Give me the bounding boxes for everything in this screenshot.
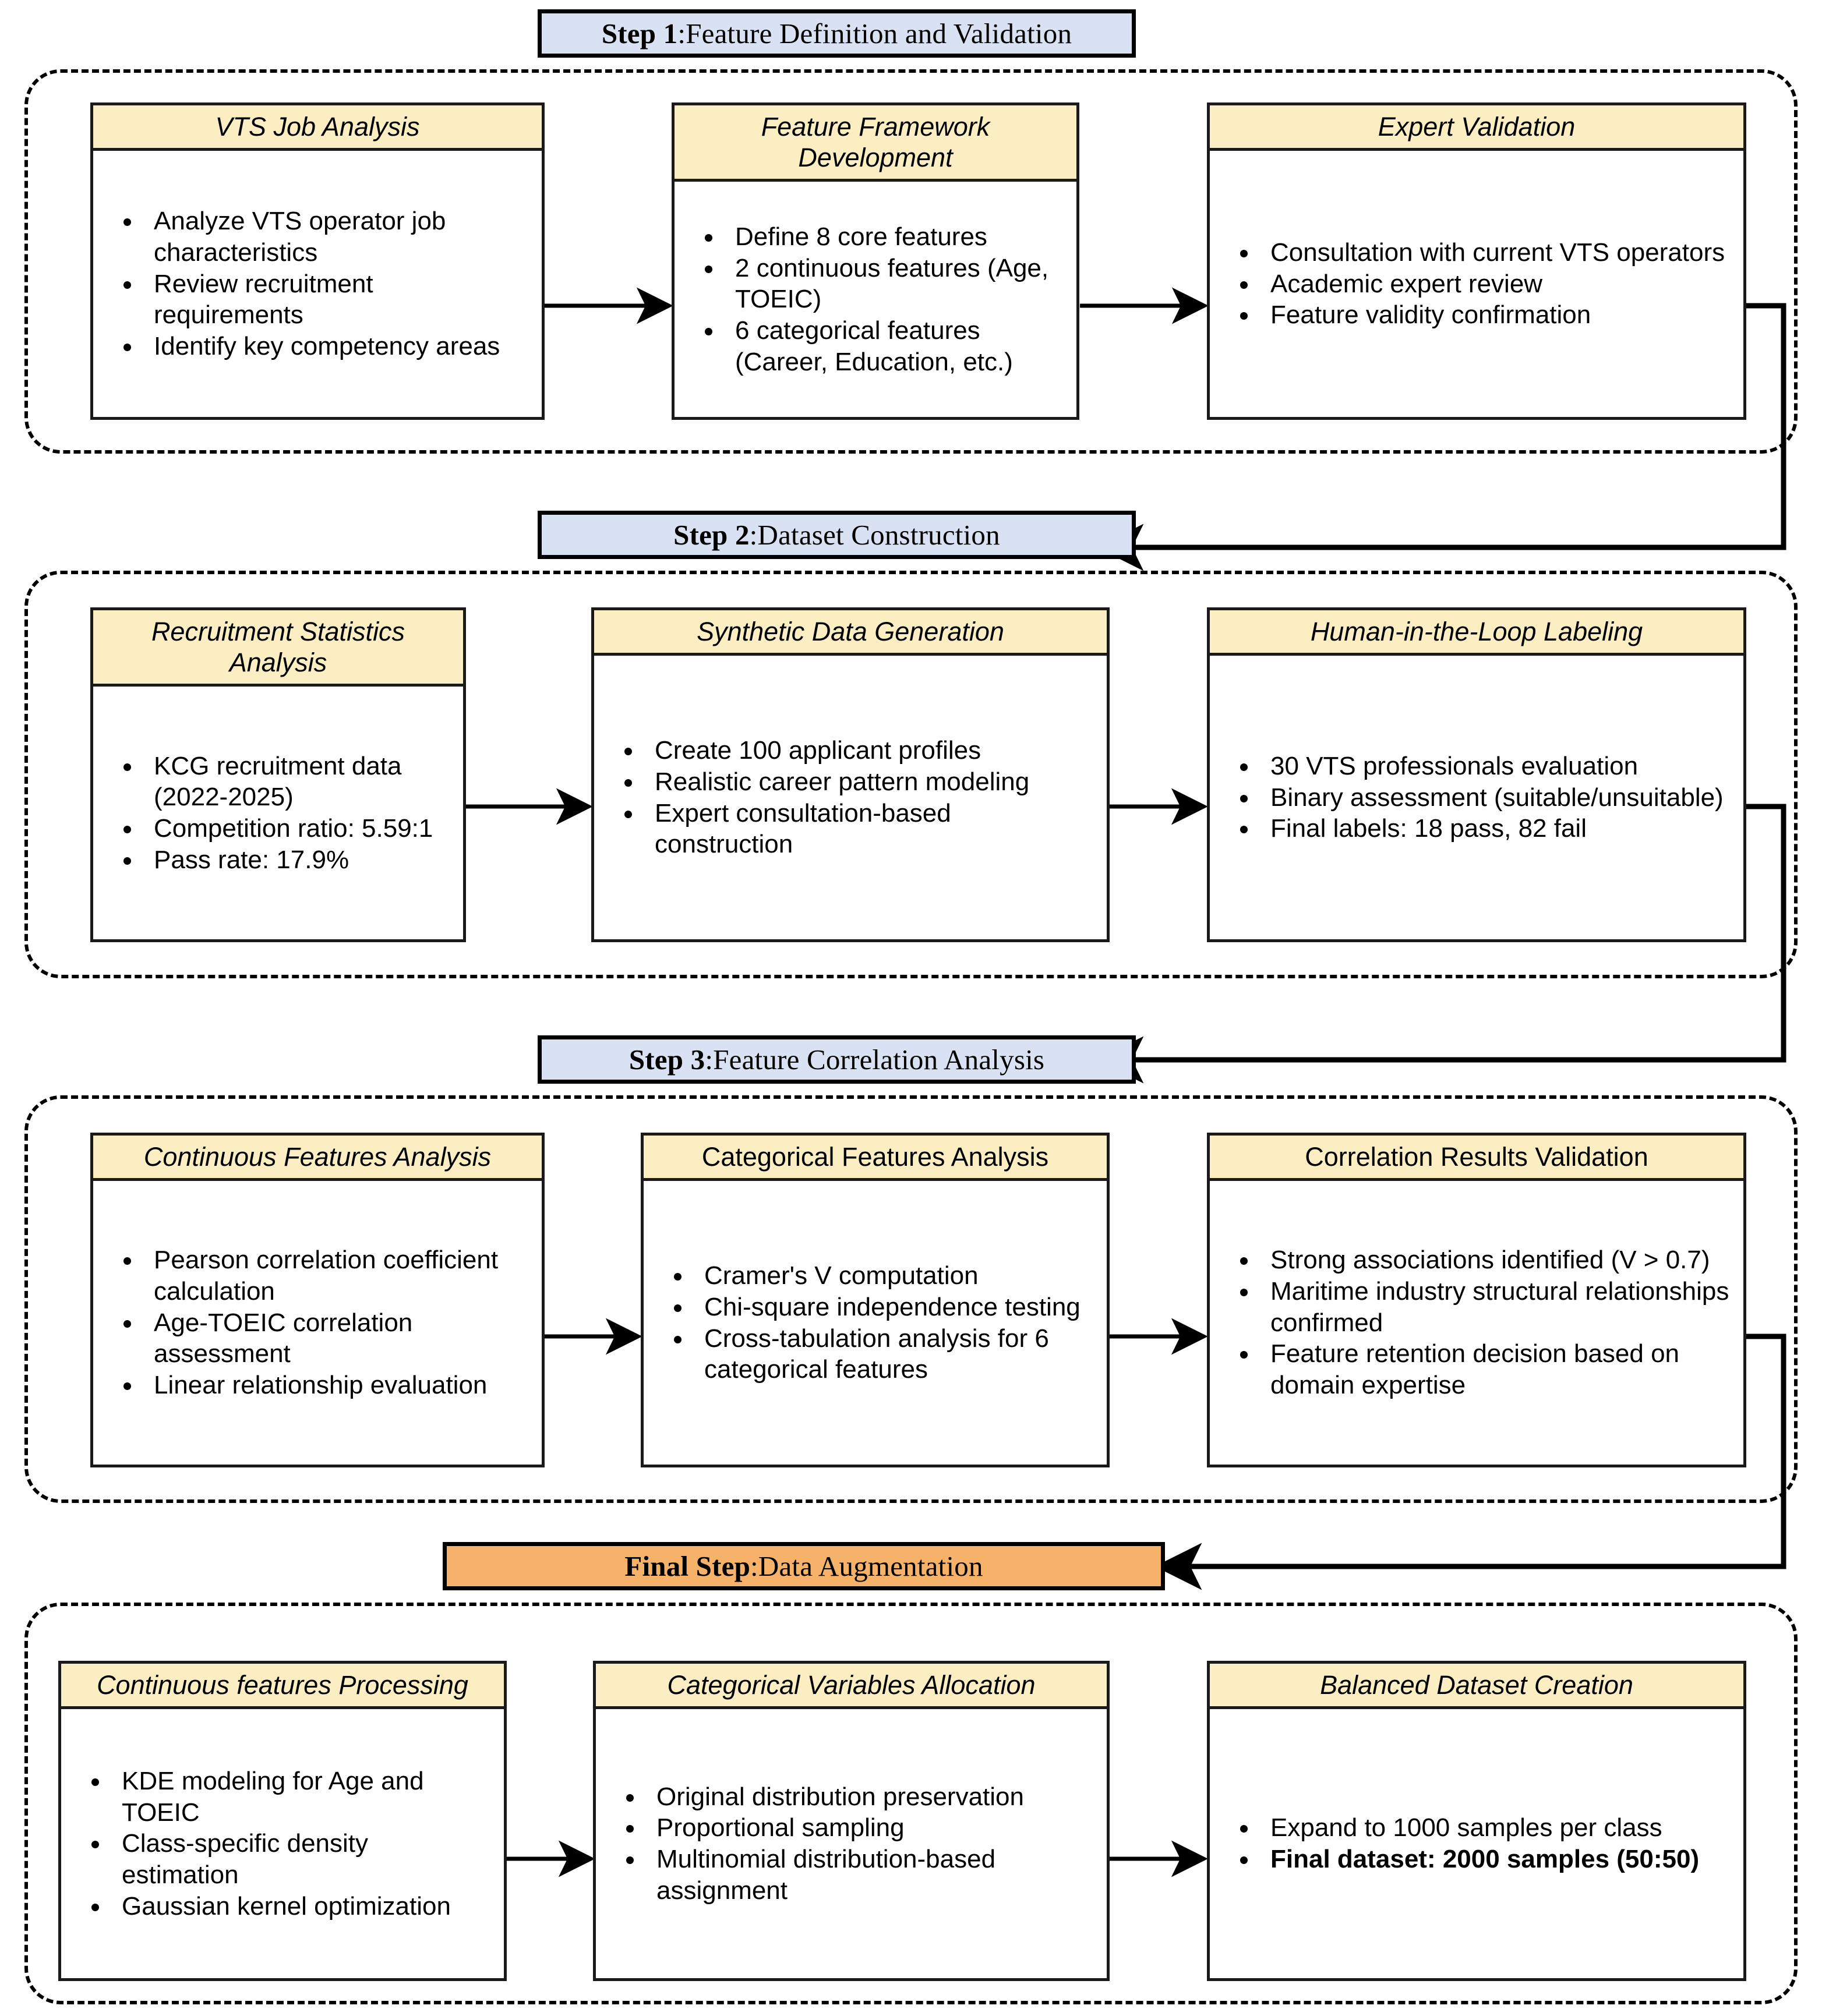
card-body-vts-job-analysis: Analyze VTS operator job characteristics… — [93, 151, 542, 417]
card-body-categorical-features-analysis: Cramer's V computation Chi-square indepe… — [644, 1181, 1107, 1465]
step-banner-1-title: Feature Definition and Validation — [686, 17, 1072, 49]
list-item: Linear relationship evaluation — [111, 1370, 529, 1401]
list-item: Age-TOEIC correlation assessment — [111, 1307, 529, 1370]
list-item: Chi-square independence testing — [661, 1292, 1094, 1323]
card-body-continuous-features-processing: KDE modeling for Age and TOEIC Class-spe… — [61, 1709, 504, 1978]
list-item: Review recruitment requirements — [111, 268, 529, 331]
list-item: Pass rate: 17.9% — [111, 844, 450, 876]
list-item: 30 VTS professionals evaluation — [1227, 751, 1731, 782]
step-banner-3-title: Feature Correlation Analysis — [713, 1044, 1045, 1076]
step-banner-2-sep: : — [749, 519, 758, 551]
list-item: Consultation with current VTS operators — [1227, 237, 1731, 268]
arrow-step2-to-step3 — [1096, 804, 1786, 1084]
step-banner-2: Step 2: Dataset Construction — [538, 511, 1136, 559]
step-banner-2-title: Dataset Construction — [757, 519, 1000, 551]
card-continuous-features-analysis[interactable]: Continuous Features Analysis Pearson cor… — [90, 1133, 545, 1467]
list-item: Multinomial distribution-based assignmen… — [613, 1844, 1094, 1906]
list-item: Create 100 applicant profiles — [612, 735, 1094, 766]
card-title-synthetic-data-generation: Synthetic Data Generation — [594, 610, 1107, 656]
card-body-categorical-variables-allocation: Original distribution preservation Propo… — [596, 1709, 1107, 1978]
final-step-banner: Final Step: Data Augmentation — [443, 1542, 1165, 1590]
card-title-recruitment-statistics-analysis: Recruitment Statistics Analysis — [93, 610, 463, 687]
final-step-banner-title: Data Augmentation — [758, 1550, 983, 1582]
final-step-banner-sep: : — [750, 1550, 758, 1582]
card-categorical-variables-allocation[interactable]: Categorical Variables Allocation Origina… — [593, 1661, 1110, 1981]
list-item: Academic expert review — [1227, 268, 1731, 300]
card-recruitment-statistics-analysis[interactable]: Recruitment Statistics Analysis KCG recr… — [90, 607, 466, 942]
card-title-categorical-variables-allocation: Categorical Variables Allocation — [596, 1664, 1107, 1710]
card-expert-validation[interactable]: Expert Validation Consultation with curr… — [1207, 102, 1746, 420]
step-section-2 — [24, 571, 1798, 978]
arrow-step3-to-final — [1154, 1334, 1786, 1590]
card-title-vts-job-analysis: VTS Job Analysis — [93, 105, 542, 151]
step-banner-1: Step 1: Feature Definition and Validatio… — [538, 9, 1136, 58]
card-correlation-results-validation[interactable]: Correlation Results Validation Strong as… — [1207, 1133, 1746, 1467]
list-item: Binary assessment (suitable/unsuitable) — [1227, 782, 1731, 814]
list-item: Gaussian kernel optimization — [79, 1891, 491, 1922]
card-title-categorical-features-analysis: Categorical Features Analysis — [644, 1136, 1107, 1182]
card-title-expert-validation: Expert Validation — [1210, 105, 1743, 151]
card-vts-job-analysis[interactable]: VTS Job Analysis Analyze VTS operator jo… — [90, 102, 545, 420]
card-body-correlation-results-validation: Strong associations identified (V > 0.7)… — [1210, 1181, 1743, 1465]
card-body-feature-framework-development: Define 8 core features 2 continuous feat… — [675, 182, 1076, 417]
list-item: Expand to 1000 samples per class — [1227, 1812, 1731, 1844]
list-item: Expert consultation-based construction — [612, 798, 1094, 860]
card-human-in-the-loop-labeling[interactable]: Human-in-the-Loop Labeling 30 VTS profes… — [1207, 607, 1746, 942]
card-categorical-features-analysis[interactable]: Categorical Features Analysis Cramer's V… — [641, 1133, 1110, 1467]
final-step-banner-prefix: Final Step — [624, 1550, 751, 1582]
list-item: Feature validity confirmation — [1227, 299, 1731, 331]
card-body-human-in-the-loop-labeling: 30 VTS professionals evaluation Binary a… — [1210, 656, 1743, 939]
final-step-section — [24, 1603, 1798, 2004]
card-title-balanced-dataset-creation: Balanced Dataset Creation — [1210, 1664, 1743, 1710]
list-item: Maritime industry structural relationshi… — [1227, 1276, 1731, 1338]
list-item: Cramer's V computation — [661, 1260, 1094, 1292]
step-banner-1-sep: : — [677, 17, 686, 49]
list-item: 2 continuous features (Age, TOEIC) — [692, 253, 1064, 315]
card-body-balanced-dataset-creation: Expand to 1000 samples per class Final d… — [1210, 1709, 1743, 1978]
card-body-recruitment-statistics-analysis: KCG recruitment data (2022-2025) Competi… — [93, 687, 463, 939]
list-item: Proportional sampling — [613, 1812, 1094, 1844]
step-banner-2-prefix: Step 2 — [673, 519, 750, 551]
card-title-feature-framework-development: Feature Framework Development — [675, 105, 1076, 182]
list-item: Final dataset: 2000 samples (50:50) — [1227, 1844, 1731, 1875]
card-title-correlation-results-validation: Correlation Results Validation — [1210, 1136, 1743, 1182]
card-body-continuous-features-analysis: Pearson correlation coefficient calculat… — [93, 1181, 542, 1465]
step-banner-3-prefix: Step 3 — [628, 1044, 705, 1076]
list-item: Cross-tabulation analysis for 6 categori… — [661, 1323, 1094, 1385]
list-item: Pearson correlation coefficient calculat… — [111, 1244, 529, 1307]
card-title-continuous-features-analysis: Continuous Features Analysis — [93, 1136, 542, 1182]
list-item: KCG recruitment data (2022-2025) — [111, 751, 450, 813]
list-item: Original distribution preservation — [613, 1781, 1094, 1813]
card-title-continuous-features-processing: Continuous features Processing — [61, 1664, 504, 1710]
card-body-expert-validation: Consultation with current VTS operators … — [1210, 151, 1743, 417]
step-banner-3-sep: : — [705, 1044, 714, 1076]
step-section-1 — [24, 69, 1798, 454]
step-banner-3: Step 3: Feature Correlation Analysis — [538, 1035, 1136, 1084]
card-body-synthetic-data-generation: Create 100 applicant profiles Realistic … — [594, 656, 1107, 939]
list-item: 6 categorical features (Career, Educatio… — [692, 315, 1064, 377]
step-banner-1-prefix: Step 1 — [601, 17, 678, 49]
list-item: KDE modeling for Age and TOEIC — [79, 1766, 491, 1828]
list-item: Strong associations identified (V > 0.7) — [1227, 1244, 1731, 1276]
card-title-human-in-the-loop-labeling: Human-in-the-Loop Labeling — [1210, 610, 1743, 656]
list-item: Define 8 core features — [692, 221, 1064, 253]
card-balanced-dataset-creation[interactable]: Balanced Dataset Creation Expand to 1000… — [1207, 1661, 1746, 1981]
horizontal-connectors — [466, 287, 1209, 1877]
list-item: Analyze VTS operator job characteristics — [111, 206, 529, 268]
list-item: Identify key competency areas — [111, 331, 529, 362]
card-synthetic-data-generation[interactable]: Synthetic Data Generation Create 100 app… — [591, 607, 1110, 942]
card-feature-framework-development[interactable]: Feature Framework Development Define 8 c… — [672, 102, 1079, 420]
step-section-3 — [24, 1095, 1798, 1503]
list-item: Competition ratio: 5.59:1 — [111, 813, 450, 844]
list-item: Class-specific density estimation — [79, 1828, 491, 1890]
card-continuous-features-processing[interactable]: Continuous features Processing KDE model… — [58, 1661, 507, 1981]
list-item: Final labels: 18 pass, 82 fail — [1227, 813, 1731, 844]
list-item: Realistic career pattern modeling — [612, 766, 1094, 798]
list-item: Feature retention decision based on doma… — [1227, 1338, 1731, 1400]
